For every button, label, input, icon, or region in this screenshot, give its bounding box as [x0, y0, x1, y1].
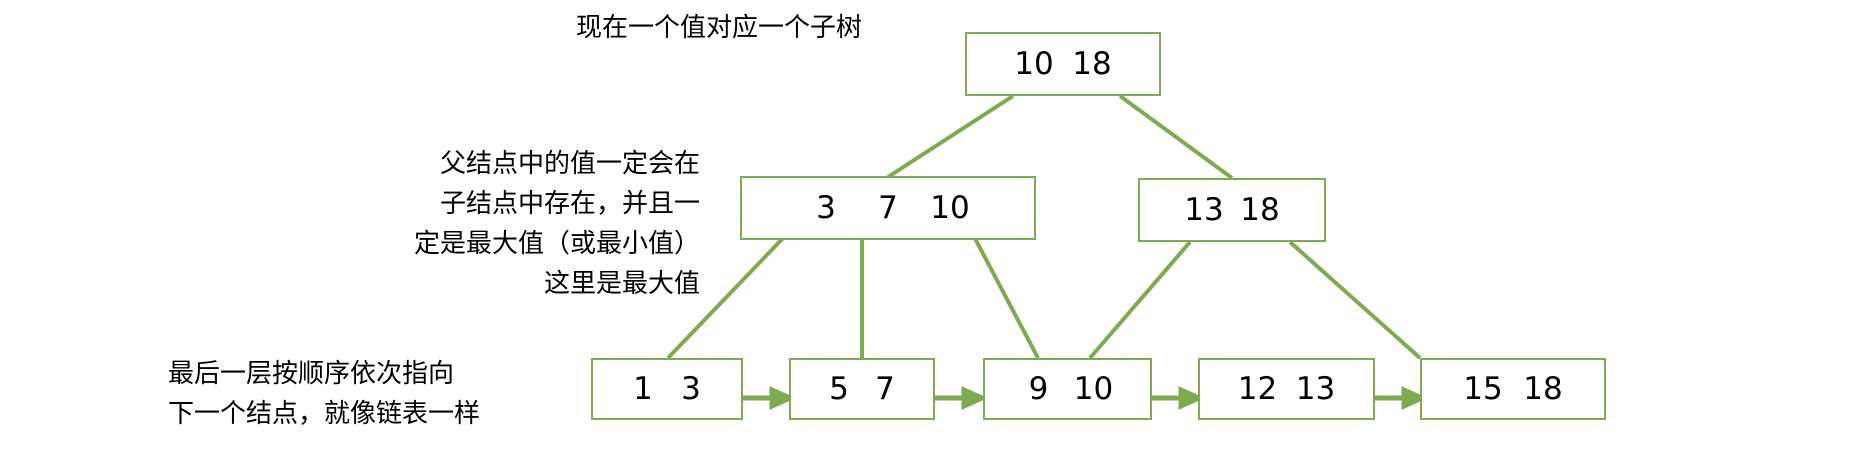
edge-internal2-leaf5 [1288, 240, 1422, 360]
node-key: 13 [1184, 191, 1224, 228]
tree-node-leaf-1[interactable]: 1 3 [591, 358, 743, 420]
tree-node-internal-2[interactable]: 13 18 [1138, 178, 1326, 242]
node-key: 13 [1295, 370, 1336, 407]
node-key: 3 [681, 370, 701, 407]
node-key: 10 [1073, 370, 1114, 407]
tree-node-leaf-5[interactable]: 15 18 [1420, 358, 1606, 420]
tree-node-internal-1[interactable]: 3 7 10 [740, 176, 1036, 240]
node-key: 18 [1240, 191, 1280, 228]
node-key: 3 [816, 189, 836, 226]
leaf-link-arrow-1-2 [769, 386, 797, 410]
node-key: 10 [930, 189, 970, 226]
node-key: 7 [875, 370, 895, 407]
annotation-leaf-link-line-1: 最后一层按顺序依次指向 [168, 359, 455, 389]
tree-node-leaf-3[interactable]: 9 10 [983, 358, 1152, 420]
annotation-parent-rule-line-2: 子结点中存在，并且一 [439, 189, 700, 219]
node-key: 15 [1463, 370, 1503, 407]
node-key: 18 [1523, 370, 1563, 407]
node-key: 1 [633, 370, 653, 407]
annotation-parent-rule-line-1: 父结点中的值一定会在 [439, 149, 700, 179]
node-key: 18 [1072, 45, 1112, 82]
node-key: 9 [1028, 370, 1049, 407]
node-key: 5 [829, 370, 849, 407]
edge-root-right [1118, 94, 1234, 180]
leaf-link-arrow-3-4 [1178, 386, 1206, 410]
leaf-link-arrow-2-3 [961, 386, 989, 410]
node-key: 10 [1014, 45, 1054, 82]
annotation-top: 现在一个值对应一个子树 [576, 13, 863, 43]
tree-node-root[interactable]: 10 18 [965, 32, 1161, 96]
annotation-parent-rule-line-4: 这里是最大值 [543, 269, 700, 299]
tree-node-leaf-4[interactable]: 12 13 [1198, 358, 1375, 420]
node-key: 7 [878, 189, 898, 226]
edge-internal2-leaf4 [1088, 240, 1192, 360]
annotation-parent-rule-line-3: 定是最大值（或最小值） [413, 229, 700, 259]
edge-root-left [886, 94, 1015, 179]
node-key: 12 [1237, 370, 1278, 407]
tree-node-leaf-2[interactable]: 5 7 [789, 358, 935, 420]
annotation-leaf-link-line-2: 下一个结点，就像链表一样 [168, 399, 481, 429]
